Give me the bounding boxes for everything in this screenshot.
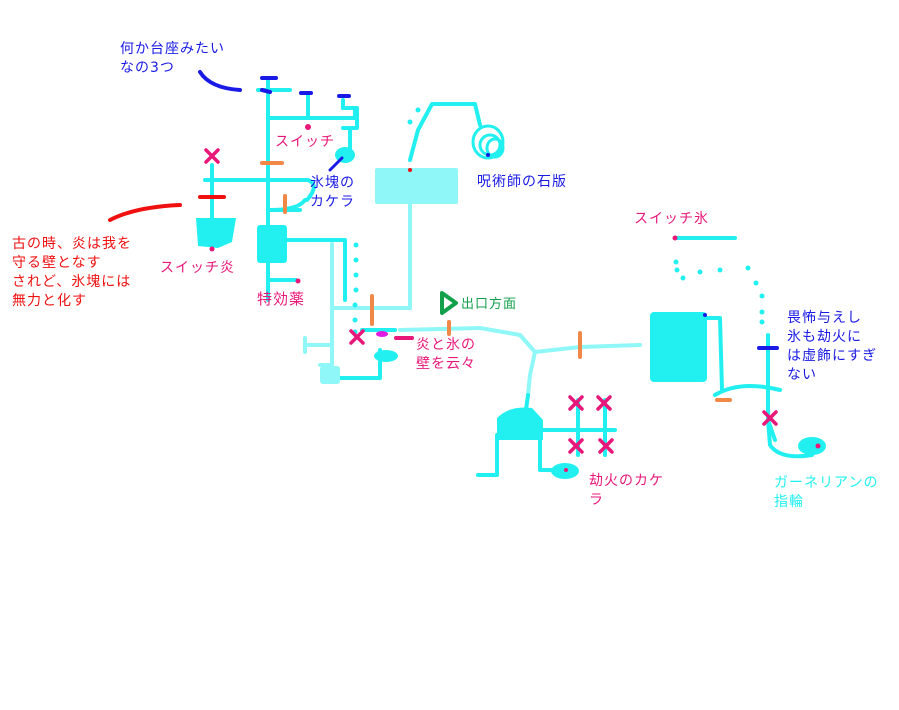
dotted-path	[415, 107, 421, 113]
label-fire-ice-wall: 炎と氷の 壁を云々	[416, 337, 476, 372]
switch-dot	[305, 124, 311, 130]
corridor	[476, 433, 499, 477]
dotted-path	[717, 267, 723, 273]
corridor	[278, 238, 347, 302]
room-elixir	[257, 225, 287, 263]
dotted-path	[759, 293, 765, 299]
room-switch-fire	[196, 218, 236, 248]
room-carnelian-ring	[798, 437, 826, 455]
switch-dot	[815, 443, 821, 449]
pointer-line	[198, 70, 242, 92]
room-hellfire	[497, 407, 543, 440]
dotted-path	[352, 302, 358, 308]
x-mark-icon	[349, 329, 365, 345]
room-fire-ice	[374, 350, 398, 362]
corridor	[408, 102, 482, 162]
label-exit-direction: 出口方面	[461, 297, 518, 312]
x-mark-icon	[596, 395, 612, 411]
dotted-path	[759, 309, 765, 315]
switch-dot	[376, 331, 388, 337]
swirl-room	[485, 137, 505, 159]
label-ice-shard: 氷塊の カケラ	[310, 175, 355, 210]
x-mark-icon	[568, 438, 584, 454]
corridor	[703, 316, 724, 392]
dotted-path	[697, 269, 703, 275]
dotted-path	[674, 267, 680, 273]
x-mark-icon	[568, 395, 584, 411]
triangle-right-icon	[440, 291, 458, 315]
label-carnelian-ring: ガーネリアンの 指輪	[774, 475, 879, 510]
pointer-line	[108, 203, 182, 222]
dotted-path	[680, 275, 686, 281]
dotted-path	[352, 317, 358, 323]
label-hellfire-shard: 劫火のカケ ラ	[589, 473, 664, 508]
dotted-path	[745, 265, 751, 271]
corridor	[398, 326, 642, 354]
dotted-path	[673, 259, 679, 265]
corridor	[318, 343, 334, 367]
switch-dot	[672, 235, 678, 241]
switch-dot	[564, 468, 568, 472]
room-pillar-block	[320, 366, 340, 384]
pointer-line	[328, 156, 344, 172]
x-mark-icon	[598, 438, 614, 454]
pedestal-mark	[260, 88, 272, 94]
label-sorcerer-tablet: 呪術師の石版	[477, 174, 567, 190]
x-mark-icon	[762, 410, 778, 426]
corridor	[526, 350, 537, 397]
dotted-path	[759, 319, 765, 325]
dotted-path	[353, 257, 359, 263]
label-pedestals: 何か台座みたい なの3つ	[120, 41, 225, 76]
switch-dot	[295, 278, 301, 284]
switch-dot	[408, 168, 412, 172]
switch-dot	[209, 246, 215, 252]
swirl-room	[471, 124, 505, 160]
room-sorcerer-tablet	[375, 168, 458, 204]
corridor	[266, 263, 298, 282]
label-switch-top: スイッチ	[275, 134, 335, 150]
dotted-path	[753, 280, 759, 286]
label-elixir: 特効薬	[257, 290, 306, 308]
dotted-path	[353, 287, 359, 293]
label-switch-ice: スイッチ氷	[634, 211, 709, 227]
dotted-path	[353, 272, 359, 278]
dotted-path	[407, 119, 413, 125]
corridor	[766, 418, 814, 459]
x-mark-icon	[204, 148, 220, 164]
switch-dot	[703, 313, 707, 317]
label-ancient-inscription: 古の時、炎は我を 守る壁となす されど、氷塊には 無力と化す	[12, 236, 132, 309]
label-fear-inscription: 畏怖与えし 氷も劫火に は虚飾にすぎ ない	[787, 310, 878, 383]
room-east	[650, 312, 707, 382]
label-switch-fire: スイッチ炎	[160, 260, 235, 276]
dotted-path	[353, 242, 359, 248]
corridor	[713, 384, 782, 397]
switch-dot	[486, 153, 490, 157]
